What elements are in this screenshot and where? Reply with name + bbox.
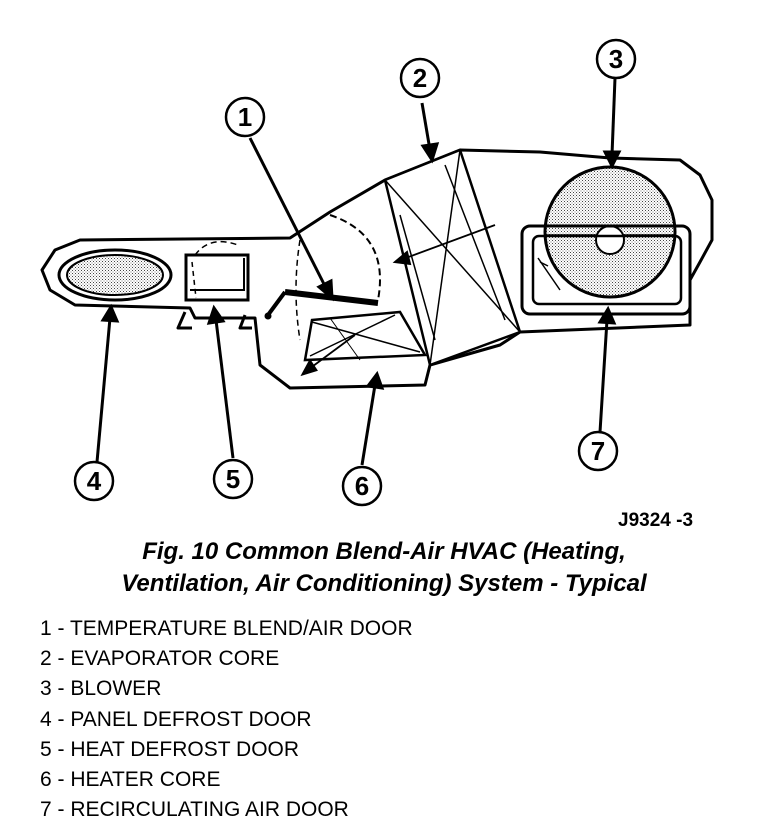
heat-defrost-door	[184, 240, 250, 302]
legend-item: 6 - HEATER CORE	[40, 768, 221, 792]
callout-6: 6	[341, 465, 383, 507]
callout-3-label: 3	[609, 44, 623, 74]
caption-line-2: Ventilation, Air Conditioning) System - …	[121, 570, 647, 597]
evaporator-core	[383, 148, 522, 367]
callout-5-label: 5	[226, 464, 240, 494]
callout-7: 7	[577, 430, 619, 472]
callout-2-label: 2	[413, 63, 427, 93]
panel-defrost-outlet	[57, 248, 173, 302]
figure-caption: Fig. 10 Common Blend-Air HVAC (Heating, …	[0, 536, 768, 600]
legend-item: 1 - TEMPERATURE BLEND/AIR DOOR	[40, 617, 413, 640]
hvac-diagram: 1 2 3 4 5 6 7	[40, 38, 714, 507]
caption-line-1: Fig. 10 Common Blend-Air HVAC (Heating,	[142, 538, 626, 565]
callout-1-label: 1	[238, 102, 252, 132]
blend-plenum	[295, 214, 496, 341]
legend-item: 5 - HEAT DEFROST DOOR	[40, 737, 300, 761]
heater-core	[300, 310, 428, 377]
figure-id: J9324 -3	[618, 510, 694, 531]
blower-wheel	[543, 165, 677, 299]
callout-1: 1	[224, 96, 266, 138]
callout-2: 2	[399, 57, 441, 99]
legend-item: 2 - EVAPORATOR CORE	[40, 647, 280, 671]
callout-6-label: 6	[355, 471, 369, 501]
callout-3: 3	[595, 38, 637, 80]
callout-7-label: 7	[591, 436, 605, 466]
legend-item: 7 - RECIRCULATING AIR DOOR	[40, 798, 349, 822]
callout-4: 4	[73, 460, 115, 502]
legend-list: 1 - TEMPERATURE BLEND/AIR DOOR 2 - EVAPO…	[40, 614, 413, 825]
leader-lines	[95, 77, 622, 466]
legend-item: 4 - PANEL DEFROST DOOR	[40, 707, 312, 731]
callout-5: 5	[212, 458, 254, 500]
legend-item: 3 - BLOWER	[40, 677, 162, 701]
callout-4-label: 4	[87, 466, 102, 496]
